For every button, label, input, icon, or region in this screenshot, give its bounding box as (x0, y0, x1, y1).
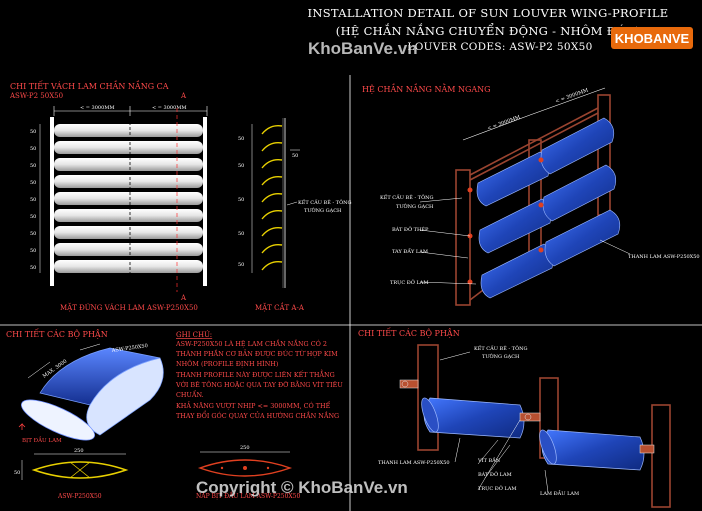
he-ngang-louvers (476, 117, 621, 299)
title-line-1: INSTALLATION DETAIL OF SUN LOUVER WING-P… (308, 6, 669, 20)
aa-label-1: KẾT CẤU BÊ - TÔNG (298, 198, 352, 206)
he-ngang-label-2: TƯỜNG GẠCH (396, 202, 434, 210)
section-dividers (0, 75, 702, 511)
svg-text:50: 50 (30, 197, 36, 203)
spacing-labels: 50 50 50 50 50 50 50 50 50 (30, 129, 36, 271)
bo-phan-title: CHI TIẾT CÁC BỘ PHẬN (6, 329, 108, 339)
bo-phan-end-label: BỊT ĐẦU LAM (22, 435, 62, 444)
bo-phan-profile (21, 453, 129, 480)
svg-text:50: 50 (30, 163, 36, 169)
section-bo-phan: CHI TIẾT CÁC BỘ PHẬN ASW-P250X50 MAX. 30… (6, 329, 301, 500)
profile-width: 250 (74, 448, 84, 454)
section-vach-lam: CHI TIẾT VÁCH LAM CHẮN NẮNG CA ASW-P2 50… (9, 81, 352, 312)
ghi-chu-line: THAY ĐỔI GÓC QUAY CỦA HƯỚNG CHẮN NẮNG (176, 409, 339, 420)
khobanve-logo: KHOBANVE (611, 27, 693, 49)
svg-text:50: 50 (238, 163, 244, 169)
profile-label: ASW-P250X50 (57, 493, 102, 500)
ghi-chu-line: KHẢ NĂNG VƯỢT NHỊP <= 3000MM, CÓ THỂ (176, 400, 331, 410)
bo-phan-2-label-4: VÍT BẮN (477, 456, 501, 464)
vach-lam-title: CHI TIẾT VÁCH LAM CHẮN NẮNG CA (10, 81, 169, 91)
he-ngang-label-1: KẾT CẤU BÊ - TÔNG (380, 193, 434, 201)
svg-text:50: 50 (238, 197, 244, 203)
ghi-chu: GHI CHÚ: ASW-P250X50 LÀ HỆ LAM CHẮN NẮNG… (175, 330, 343, 420)
louver-slats (54, 124, 203, 273)
he-ngang-leaders (419, 197, 631, 285)
cap-label: NẮP BỊT ĐẦU LAM ASW-P250X50 (196, 491, 301, 500)
bo-phan-dim (27, 343, 101, 379)
bo-phan-2-title: CHI TIẾT CÁC BỘ PHẬN (358, 328, 460, 338)
bo-phan-cap (197, 451, 293, 477)
bo-phan-2-louvers (421, 397, 645, 471)
ghi-chu-line: VỚI BÊ TÔNG HOẶC QUA TAY ĐỠ BẰNG VÍT TIÊ… (175, 379, 343, 389)
ghi-chu-line: NHÔM (PROFILE ĐỊNH HÌNH) (176, 359, 278, 368)
section-aa-view: 50 50 50 50 50 50 KẾT CẤU BÊ - TÔNG TƯỜN… (238, 118, 352, 288)
svg-text:50: 50 (30, 146, 36, 152)
profile-height: 50 (14, 470, 20, 476)
watermark-site: KhoBanVe.vn (308, 39, 418, 58)
he-ngang-label-4: TAY ĐẨY LAM (392, 247, 428, 255)
svg-text:50: 50 (292, 153, 298, 159)
cut-marker-top: A (180, 92, 187, 100)
he-ngang-dim-2: < = 3000MM (555, 87, 590, 104)
he-ngang-label-5: TRỤC ĐỠ LAM (390, 278, 429, 286)
bo-phan-dim-a: ASW-P250X50 (110, 343, 148, 354)
ghi-chu-line: THANH PROFILE NÀY ĐƯỢC LIÊN KẾT THẲNG (176, 368, 335, 379)
vach-lam-dim-top (53, 106, 208, 116)
svg-text:50: 50 (30, 180, 36, 186)
watermark-copyright: Copyright © KhoBanVe.vn (196, 478, 408, 497)
ghi-chu-line: THÀNH PHẦN CƠ BẢN ĐƯỢC ĐÚC TỪ HỢP KIM (176, 348, 338, 358)
he-ngang-label-6: THANH LAM ASW-P250X50 (628, 254, 700, 260)
he-ngang-dim-1: < = 3000MM (487, 114, 522, 131)
ghi-chu-line: CHUẨN. (176, 389, 204, 399)
bo-phan-2-label-1: KẾT CẤU BÊ - TÔNG (474, 344, 528, 352)
elevation-label: MẶT ĐỨNG VÁCH LAM ASW-P250X50 (60, 303, 198, 312)
svg-text:50: 50 (30, 214, 36, 220)
bo-phan-2-label-6: TRỤC ĐỠ LAM (478, 484, 517, 492)
ghi-chu-line: ASW-P250X50 LÀ HỆ LAM CHẮN NẮNG CÓ 2 (175, 338, 327, 348)
right-post (203, 117, 207, 286)
vach-lam-dim-right: < = 3000MM (152, 105, 187, 111)
title-block: INSTALLATION DETAIL OF SUN LOUVER WING-P… (308, 6, 669, 53)
vach-lam-code: ASW-P2 50X50 (9, 92, 63, 100)
he-ngang-label-3: BÁT ĐỠ THÉP (392, 225, 429, 233)
cut-marker-bottom: A (180, 294, 187, 302)
bo-phan-2-label-7: LAM ĐẦU LAM (540, 488, 579, 497)
bo-phan-2-leaders (439, 351, 549, 493)
bo-phan-2-brackets (399, 379, 655, 454)
svg-text:50: 50 (30, 248, 36, 254)
svg-text:50: 50 (238, 262, 244, 268)
bo-phan-louver-3d (21, 347, 164, 441)
svg-text:50: 50 (238, 136, 244, 142)
he-ngang-dims (462, 87, 606, 141)
bo-phan-2-label-2: TƯỜNG GẠCH (482, 352, 520, 360)
svg-text:50: 50 (30, 231, 36, 237)
left-post (50, 117, 54, 286)
vach-lam-dim-left: < = 3000MM (80, 105, 115, 111)
bo-phan-2-label-5: BÁT ĐỠ LAM (478, 470, 512, 478)
watermark-top: KhoBanVe.vn KHOBANVE (308, 27, 693, 58)
section-aa-label: MẶT CẮT A-A (255, 302, 305, 312)
cap-width: 250 (240, 445, 250, 451)
logo-text: KHOBANVE (615, 31, 690, 46)
bo-phan-2-label-3: THANH LAM ASW-P250X50 (378, 460, 450, 466)
he-ngang-title: HỆ CHẮN NẮNG NẰM NGANG (362, 84, 491, 94)
svg-text:50: 50 (238, 231, 244, 237)
title-line-2: (HỆ CHẮN NẮNG CHUYỂN ĐỘNG - NHÔM ĐÚC) (336, 23, 640, 38)
svg-text:50: 50 (30, 265, 36, 271)
title-line-3: LOUVER CODES: ASW-P2 50X50 (407, 41, 592, 53)
section-bo-phan-2: CHI TIẾT CÁC BỘ PHẬN KẾT CẤU (358, 328, 671, 508)
ghi-chu-heading: GHI CHÚ: (176, 330, 212, 339)
section-he-ngang: HỆ CHẮN NẮNG NẰM NGANG < = 3000MM < = 30… (362, 84, 700, 306)
svg-text:50: 50 (30, 129, 36, 135)
aa-label-2: TƯỜNG GẠCH (304, 206, 342, 214)
